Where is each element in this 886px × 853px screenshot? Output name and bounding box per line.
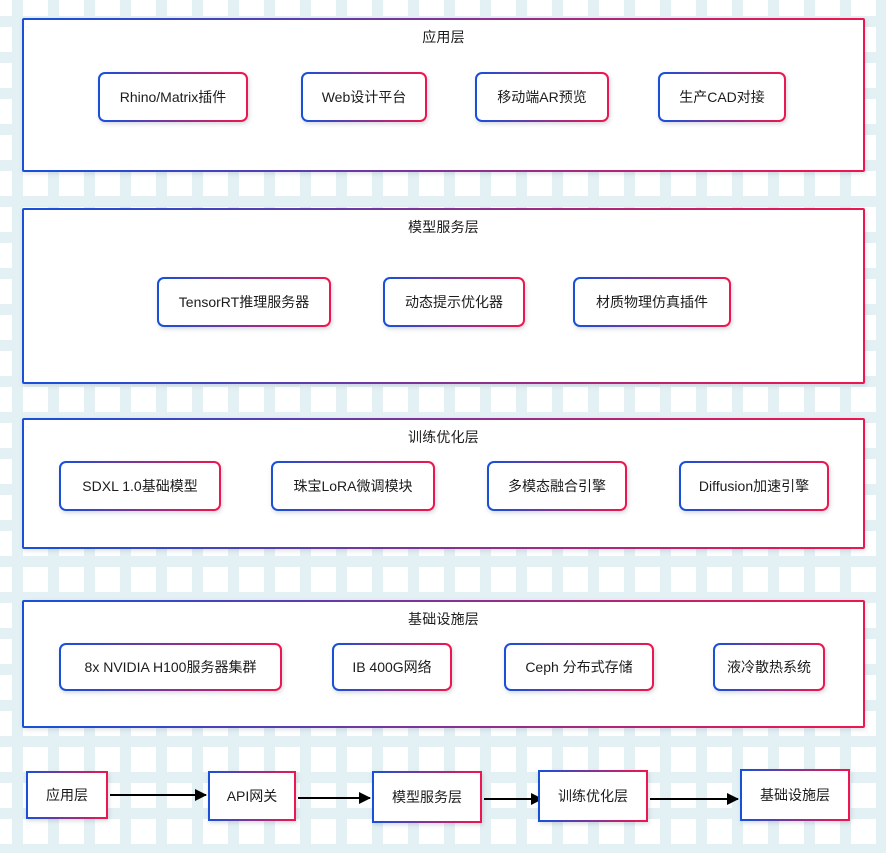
- flow-node-infrastructure-layer[interactable]: 基础设施层: [740, 769, 850, 821]
- card-label: 生产CAD对接: [679, 89, 765, 105]
- flow-node-label: 基础设施层: [760, 787, 830, 803]
- card-diffusion-acceleration-engine[interactable]: Diffusion加速引擎: [679, 461, 829, 511]
- card-sdxl-base-model[interactable]: SDXL 1.0基础模型: [59, 461, 221, 511]
- card-multimodal-fusion-engine[interactable]: 多模态融合引擎: [487, 461, 627, 511]
- card-label: 移动端AR预览: [497, 89, 587, 105]
- card-label: IB 400G网络: [352, 659, 432, 675]
- card-liquid-cooling-system[interactable]: 液冷散热系统: [713, 643, 825, 691]
- card-label: TensorRT推理服务器: [178, 294, 310, 310]
- flow-node-model-service-layer[interactable]: 模型服务层: [372, 771, 482, 823]
- card-label: Ceph 分布式存储: [525, 659, 633, 675]
- flow-node-label: 模型服务层: [392, 789, 462, 805]
- card-ib-400g-network[interactable]: IB 400G网络: [332, 643, 452, 691]
- layer-title-application: 应用层: [422, 29, 465, 45]
- flow-arrow-3: [484, 798, 542, 800]
- card-label: 8x NVIDIA H100服务器集群: [84, 659, 257, 675]
- card-label: 多模态融合引擎: [508, 478, 606, 494]
- flow-arrow-2: [298, 797, 370, 799]
- card-mobile-ar-preview[interactable]: 移动端AR预览: [475, 72, 609, 122]
- flow-node-training-optimization-layer[interactable]: 训练优化层: [538, 770, 648, 822]
- card-label: 珠宝LoRA微调模块: [293, 478, 413, 494]
- flow-arrow-4: [650, 798, 738, 800]
- card-label: Diffusion加速引擎: [698, 478, 810, 494]
- card-ceph-distributed-storage[interactable]: Ceph 分布式存储: [504, 643, 654, 691]
- card-web-design-platform[interactable]: Web设计平台: [301, 72, 427, 122]
- flow-node-application-layer[interactable]: 应用层: [26, 771, 108, 819]
- card-dynamic-prompt-optimizer[interactable]: 动态提示优化器: [383, 277, 525, 327]
- card-jewelry-lora-finetune-module[interactable]: 珠宝LoRA微调模块: [271, 461, 435, 511]
- card-label: 材质物理仿真插件: [596, 294, 708, 310]
- card-rhino-matrix-plugin[interactable]: Rhino/Matrix插件: [98, 72, 248, 122]
- card-label: SDXL 1.0基础模型: [82, 478, 198, 494]
- flow-node-label: 应用层: [46, 787, 88, 803]
- layer-title-model-service: 模型服务层: [408, 219, 479, 235]
- card-label: Rhino/Matrix插件: [119, 89, 227, 105]
- flow-arrow-1: [110, 794, 206, 796]
- card-label: Web设计平台: [321, 89, 407, 105]
- card-nvidia-h100-server-cluster[interactable]: 8x NVIDIA H100服务器集群: [59, 643, 282, 691]
- card-label: 动态提示优化器: [405, 294, 503, 310]
- card-production-cad-integration[interactable]: 生产CAD对接: [658, 72, 786, 122]
- layer-title-training-optimization: 训练优化层: [408, 429, 479, 445]
- flow-node-label: API网关: [226, 788, 278, 804]
- layer-title-infrastructure: 基础设施层: [408, 611, 479, 627]
- card-tensorrt-inference-server[interactable]: TensorRT推理服务器: [157, 277, 331, 327]
- card-label: 液冷散热系统: [727, 659, 811, 675]
- flow-node-api-gateway[interactable]: API网关: [208, 771, 296, 821]
- flow-node-label: 训练优化层: [558, 788, 628, 804]
- card-material-physics-simulation-plugin[interactable]: 材质物理仿真插件: [573, 277, 731, 327]
